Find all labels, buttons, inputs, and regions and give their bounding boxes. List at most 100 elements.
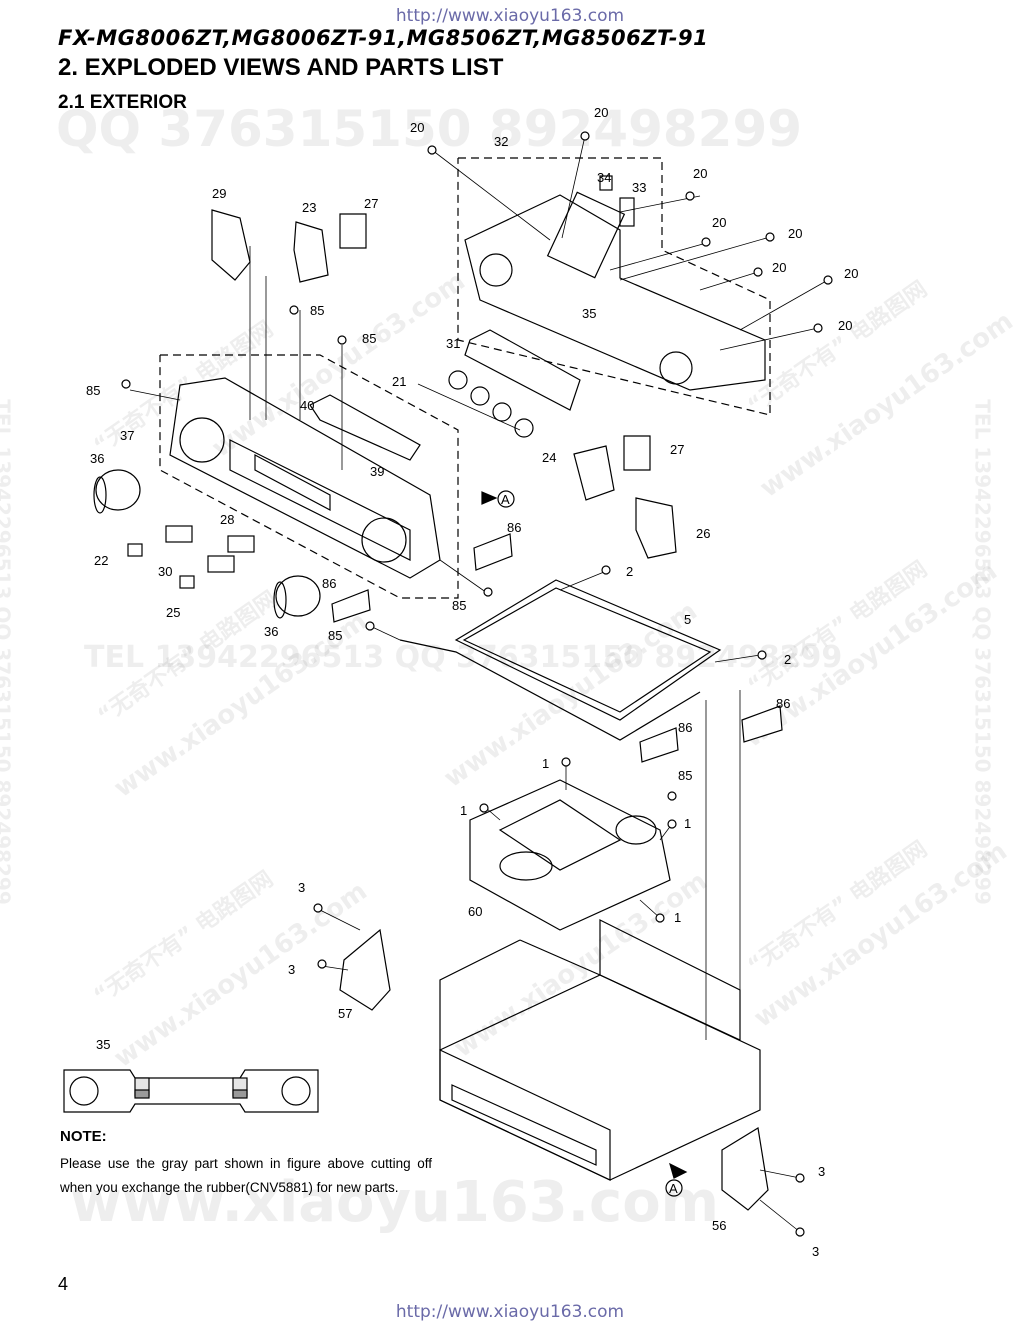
callout-20: 20 — [410, 120, 424, 135]
callout-20: 20 — [844, 266, 858, 281]
source-url-top[interactable]: http://www.xiaoyu163.com — [395, 6, 625, 26]
bracket-39 — [309, 394, 421, 461]
callout-1: 1 — [674, 910, 681, 925]
part-29 — [211, 209, 251, 281]
callout-32: 32 — [494, 134, 508, 149]
bracket-56 — [721, 1127, 769, 1211]
callout-86: 86 — [678, 720, 692, 735]
callout-85: 85 — [86, 383, 100, 398]
callout-86: 86 — [322, 576, 336, 591]
section-title: 2.1 EXTERIOR — [58, 92, 187, 113]
callout-1: 1 — [684, 816, 691, 831]
switch-28 — [227, 535, 255, 553]
callout-2: 2 — [784, 652, 791, 667]
reference-marker-a: A — [665, 1162, 688, 1197]
callout-3: 3 — [298, 880, 305, 895]
chassis — [439, 919, 761, 1181]
source-url-bottom[interactable]: http://www.xiaoyu163.com — [395, 1302, 625, 1322]
callout-25: 25 — [166, 605, 180, 620]
callout-29: 29 — [212, 186, 226, 201]
top-frame — [399, 579, 722, 741]
callout-23: 23 — [302, 200, 316, 215]
callout-20: 20 — [594, 105, 608, 120]
callout-20: 20 — [712, 215, 726, 230]
callout-22: 22 — [94, 553, 108, 568]
screws — [121, 131, 833, 1237]
part-27 — [339, 213, 367, 249]
callout-20: 20 — [693, 166, 707, 181]
mechanism-60 — [469, 779, 671, 931]
sheet-86 — [741, 705, 783, 743]
callout-85: 85 — [678, 768, 692, 783]
callout-26: 26 — [696, 526, 710, 541]
note-title: NOTE: — [60, 1128, 107, 1145]
rear-panel-board — [464, 175, 766, 391]
callout-39: 39 — [370, 464, 384, 479]
callout-24: 24 — [542, 450, 556, 465]
inset-rubber-35 — [63, 1069, 319, 1113]
watermark-tel: TEL 13942296513 QQ 376315150 892498299 — [84, 640, 843, 675]
inset-label: 35 — [96, 1037, 111, 1052]
callout-20: 20 — [772, 260, 786, 275]
callout-2: 2 — [626, 564, 633, 579]
part-24 — [573, 445, 615, 501]
cap-25 — [179, 575, 195, 589]
callout-31: 31 — [446, 336, 460, 351]
page-title: 2. EXPLODED VIEWS AND PARTS LIST — [58, 54, 504, 81]
callout-1: 1 — [542, 756, 549, 771]
reference-a-label: A — [669, 1181, 678, 1196]
callout-3: 3 — [812, 1244, 819, 1259]
callout-35: 35 — [582, 306, 596, 321]
model-numbers: FX-MG8006ZT,MG8006ZT-91,MG8506ZT,MG8506Z… — [58, 26, 709, 50]
callout-30: 30 — [158, 564, 172, 579]
knob-36 — [93, 469, 141, 514]
callout-56: 56 — [712, 1218, 726, 1233]
callout-86: 86 — [776, 696, 790, 711]
part-27b — [623, 435, 651, 471]
callout-27: 27 — [670, 442, 684, 457]
callout-85: 85 — [328, 628, 342, 643]
callout-labels: 20 32 20 34 33 20 20 20 20 20 20 29 23 2… — [86, 105, 858, 1259]
callout-21: 21 — [392, 374, 406, 389]
callout-36: 36 — [264, 624, 278, 639]
part-23 — [293, 221, 329, 283]
callout-85: 85 — [452, 598, 466, 613]
switch-30 — [207, 555, 235, 573]
callout-85: 85 — [310, 303, 324, 318]
part-26 — [635, 497, 677, 559]
note-text: Please use the gray part shown in figure… — [60, 1156, 432, 1195]
callout-3: 3 — [288, 962, 295, 977]
leader-lines — [129, 135, 829, 1233]
callout-40: 40 — [300, 398, 314, 413]
group-box-32 — [457, 157, 771, 416]
page-number: 4 — [58, 1274, 69, 1294]
cap-22 — [127, 543, 143, 557]
knob-36 — [273, 575, 321, 619]
callout-20: 20 — [838, 318, 852, 333]
callout-27: 27 — [364, 196, 378, 211]
callout-28: 28 — [220, 512, 234, 527]
callout-33: 33 — [632, 180, 646, 195]
watermark-site-large: www.xiaoyu163.com — [70, 1170, 720, 1235]
callout-37: 37 — [120, 428, 134, 443]
callout-86: 86 — [507, 520, 521, 535]
callout-20: 20 — [788, 226, 802, 241]
switch-30b — [165, 525, 193, 543]
callout-85: 85 — [362, 331, 376, 346]
reference-a-label: A — [501, 492, 510, 507]
group-box-37 — [159, 354, 459, 599]
callout-36: 36 — [90, 451, 104, 466]
callout-60: 60 — [468, 904, 482, 919]
callout-1: 1 — [460, 803, 467, 818]
reference-marker-a: A — [481, 490, 515, 508]
sheet-86 — [639, 727, 679, 763]
callout-57: 57 — [338, 1006, 352, 1021]
sheet-86 — [331, 589, 371, 623]
switch-board-31 — [464, 329, 581, 411]
callout-3: 3 — [818, 1164, 825, 1179]
sheet-86 — [473, 533, 513, 571]
callout-5: 5 — [684, 612, 691, 627]
bracket-57 — [339, 928, 391, 1011]
callout-34: 34 — [597, 170, 611, 185]
